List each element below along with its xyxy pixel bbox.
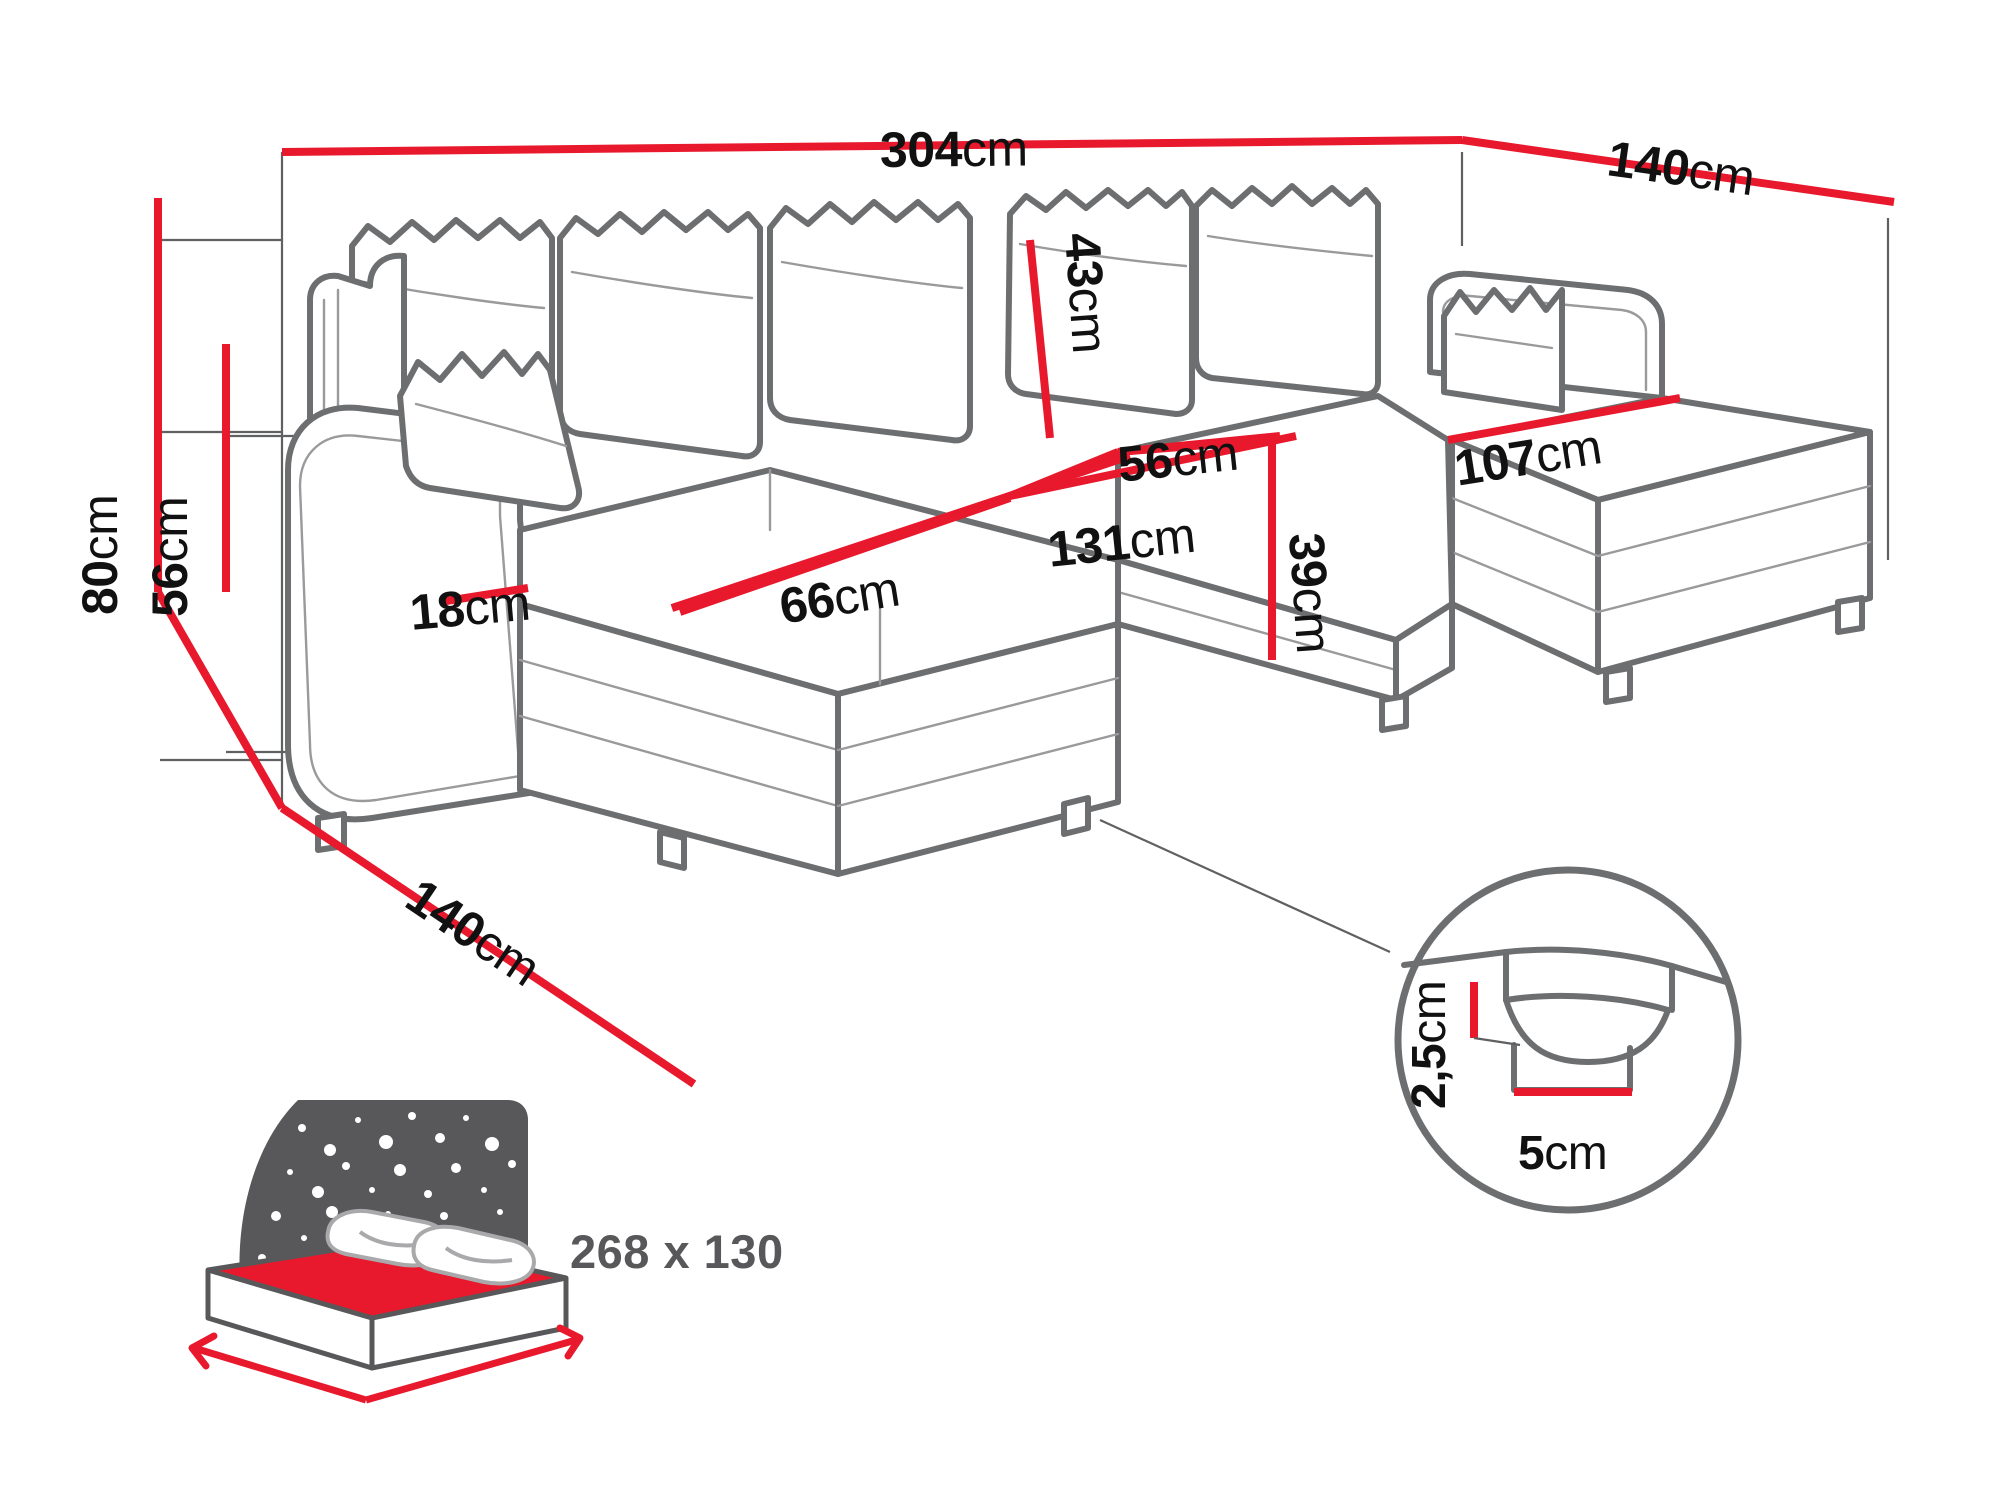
dimline-armrest-width xyxy=(439,584,529,606)
dimension-lines-red xyxy=(154,136,1895,1088)
dimline-total-width xyxy=(281,136,1463,156)
sofa-right-chaise xyxy=(1427,270,1873,705)
dim-label-leg-height: 2,5cm xyxy=(1403,980,1456,1109)
guide-lines xyxy=(160,152,1890,954)
dimline-corner-seat-width xyxy=(1009,432,1297,500)
dimline-back-cushion-height xyxy=(1026,239,1054,439)
dim-label-corner-depth: 56cm xyxy=(1115,424,1241,493)
dim-label-back-cushion-height: 43cm xyxy=(1054,231,1119,355)
leg-detail-callout xyxy=(1394,866,1742,1214)
bed-dimension-arrows xyxy=(188,1324,584,1404)
sofa-main-body xyxy=(285,199,1121,877)
sofa-illustration xyxy=(285,183,1873,877)
dimline-chaise-length xyxy=(1447,394,1681,444)
dim-label-total-width: 304cm xyxy=(879,120,1028,178)
dim-label-seat-height: 39cm xyxy=(1278,531,1343,655)
sleeping-area-label: 268 x 130 xyxy=(570,1225,784,1278)
dim-label-backrest-height: 56cm xyxy=(142,496,198,617)
dimline-right-depth xyxy=(1461,136,1895,206)
dimline-left-depth xyxy=(279,804,697,1088)
dim-label-total-height: 80cm xyxy=(72,494,128,615)
sleeping-area-icon xyxy=(188,1098,584,1404)
dim-label-leg-width: 5cm xyxy=(1518,1127,1608,1180)
dim-label-armrest-width: 18cm xyxy=(407,574,533,641)
